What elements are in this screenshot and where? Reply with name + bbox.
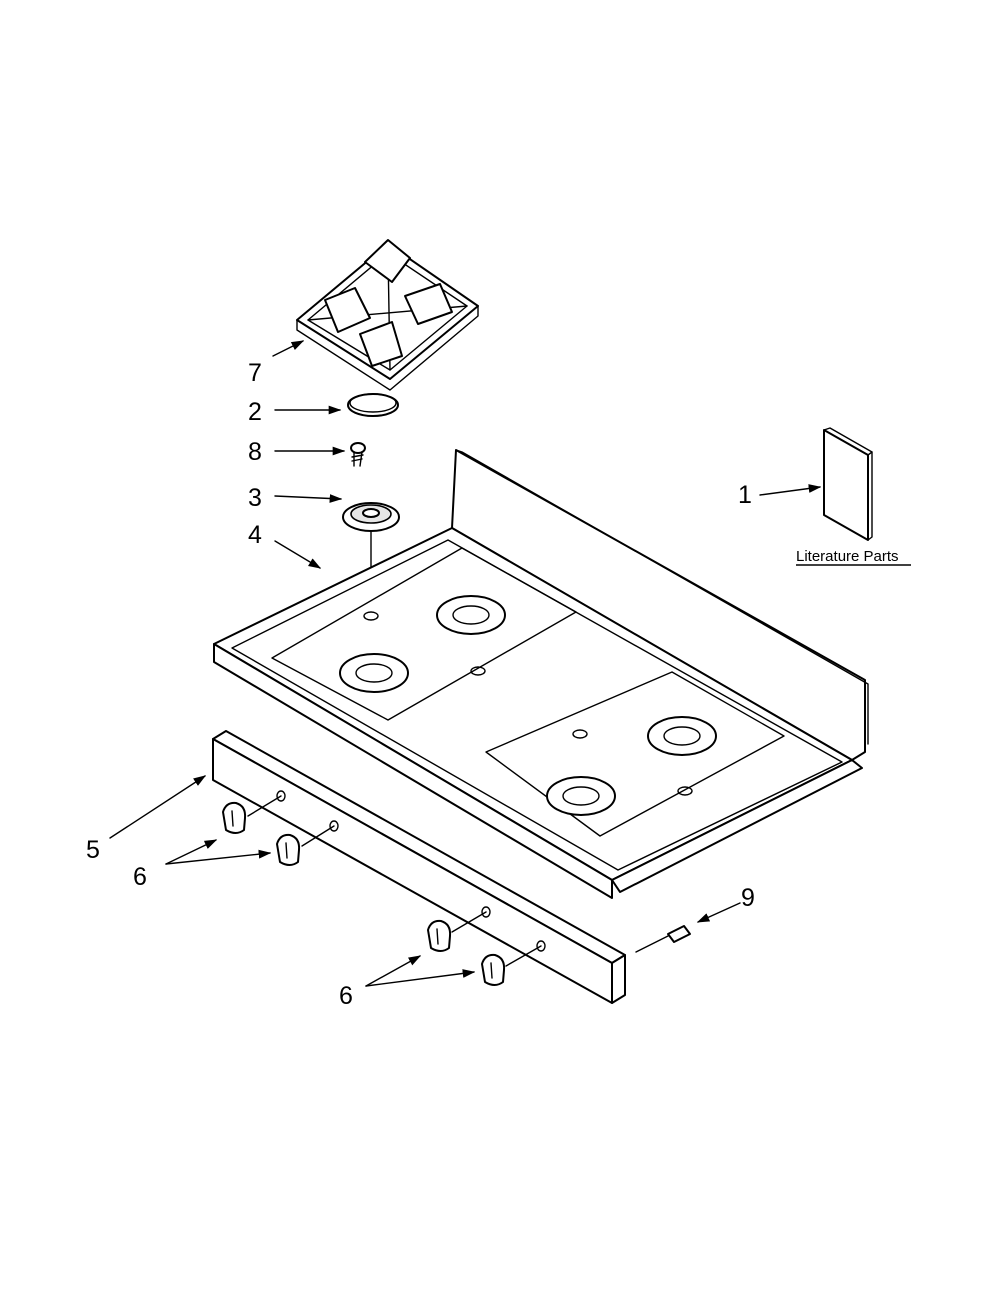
leader-6b-2 — [365, 969, 476, 987]
control-knob-2[interactable] — [276, 825, 335, 866]
control-panel[interactable] — [212, 730, 626, 1004]
cooktop[interactable] — [213, 449, 869, 899]
callout-3: 3 — [248, 484, 262, 512]
leader-4 — [274, 540, 322, 569]
callout-6a: 6 — [133, 863, 147, 891]
leader-6a-2 — [165, 849, 272, 865]
control-knob-3[interactable] — [427, 911, 487, 952]
burner-screw[interactable] — [350, 442, 366, 467]
leader-6b-1 — [365, 955, 422, 987]
burner-front-left — [339, 653, 409, 693]
leader-5 — [109, 775, 207, 839]
callout-2: 2 — [248, 398, 262, 426]
leader-1 — [759, 484, 822, 496]
burner-rear-right — [647, 716, 717, 756]
side-screw[interactable] — [635, 925, 691, 953]
callout-8: 8 — [248, 438, 262, 466]
leader-7 — [272, 340, 305, 357]
callout-5: 5 — [86, 836, 100, 864]
burner-grate[interactable] — [296, 239, 479, 391]
leader-3 — [274, 494, 343, 503]
literature-parts-label: Literature Parts — [796, 548, 899, 565]
callout-9: 9 — [741, 884, 755, 912]
callout-1: 1 — [738, 481, 752, 509]
callout-4: 4 — [248, 521, 262, 549]
control-knob-4[interactable] — [481, 945, 542, 986]
burner-rear-left — [436, 595, 506, 635]
callout-7: 7 — [248, 359, 262, 387]
literature-parts[interactable] — [823, 427, 873, 541]
callout-6b: 6 — [339, 982, 353, 1010]
leader-6a-1 — [165, 839, 218, 865]
burner-front-right — [546, 776, 616, 816]
control-knob-1[interactable] — [222, 795, 282, 834]
leader-9 — [696, 902, 741, 923]
burner-cap[interactable] — [347, 393, 399, 417]
